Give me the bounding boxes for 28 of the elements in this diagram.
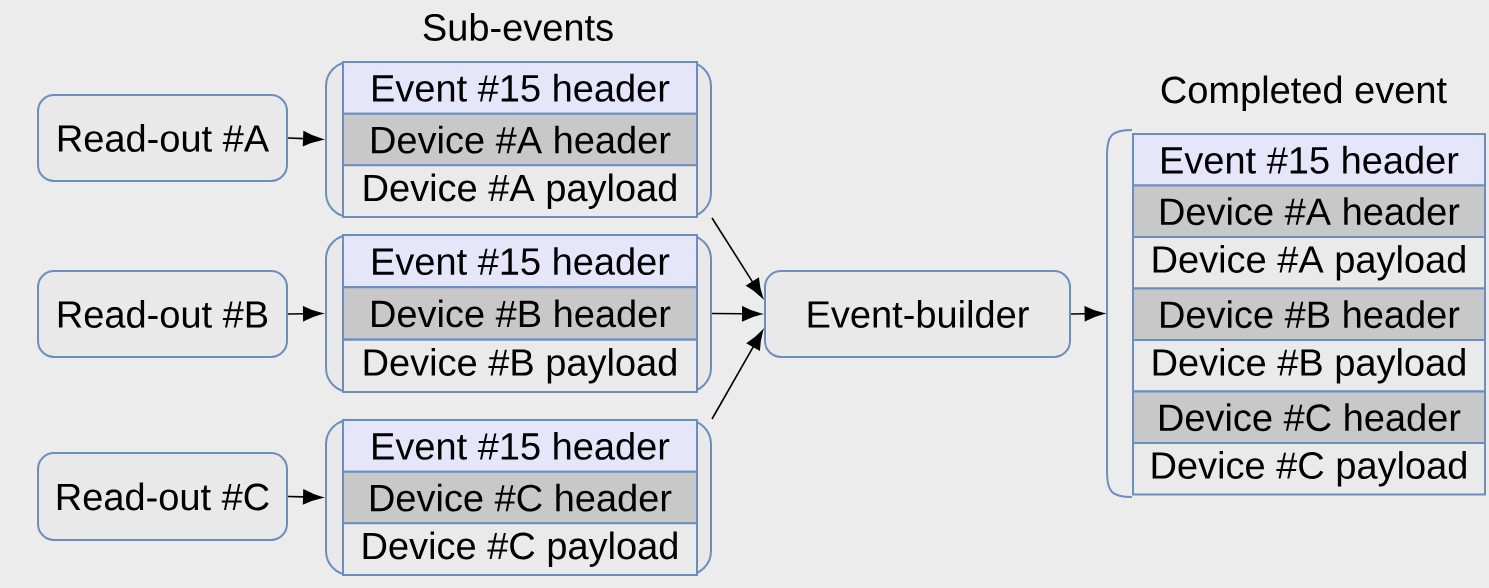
table-row: Device #C payload	[342, 522, 698, 577]
table-row: Device #B payload	[1132, 339, 1486, 393]
arrow	[711, 306, 762, 322]
arrow	[287, 306, 323, 322]
table-row: Device #C header	[342, 470, 698, 525]
table-row: Device #B header	[342, 286, 698, 341]
table-row: Device #C payload	[1132, 442, 1486, 496]
table-row: Device #B payload	[342, 338, 698, 393]
table-row: Device #A header	[1132, 184, 1486, 238]
table-row: Event #15 header	[342, 419, 698, 473]
table-row: Event #15 header	[342, 233, 698, 289]
process-box: Read-out #C	[37, 452, 288, 541]
table-row: Event #15 header	[342, 60, 698, 115]
table-row: Device #B header	[1132, 287, 1486, 341]
process-box: Event-builder	[764, 270, 1071, 358]
group-heading: Sub-events	[423, 13, 613, 41]
table-row: Event #15 header	[1132, 133, 1486, 187]
table-row: Device #C header	[1132, 390, 1486, 444]
arrow	[287, 489, 323, 505]
process-box: Read-out #B	[37, 270, 288, 358]
arrow	[287, 131, 323, 147]
arrow	[711, 217, 763, 298]
table-row: Device #A payload	[342, 164, 698, 219]
table-row: Device #A payload	[1132, 236, 1486, 290]
table-row: Device #A header	[342, 112, 698, 167]
process-box: Read-out #A	[37, 94, 288, 182]
group-heading: Completed event	[1161, 75, 1447, 111]
arrow	[711, 330, 764, 420]
